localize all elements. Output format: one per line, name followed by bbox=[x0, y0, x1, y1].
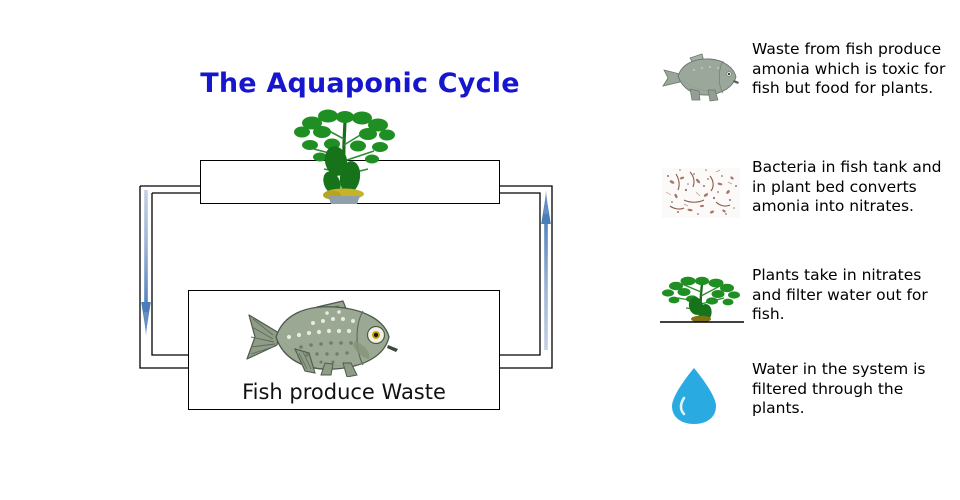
fish-icon bbox=[662, 53, 739, 102]
plant-icon bbox=[294, 109, 395, 204]
legend-item-text: Waste from fish produce amonia which is … bbox=[752, 40, 946, 97]
legend-item-text: Water in the system is filtered through … bbox=[752, 360, 926, 417]
legend-item-text: Plants take in nitrates and filter water… bbox=[752, 266, 928, 323]
pipe-outer-right bbox=[500, 185, 553, 369]
water-drop-icon bbox=[672, 368, 716, 424]
fish-tank-caption: Fish produce Waste bbox=[242, 380, 446, 404]
pipe-outer-left bbox=[139, 185, 200, 369]
page-title: The Aquaponic Cycle bbox=[200, 68, 520, 99]
bacteria-icon bbox=[662, 168, 740, 218]
flow-arrow-up bbox=[541, 190, 551, 350]
flow-plumbing bbox=[139, 185, 553, 369]
pipe-inner-left bbox=[151, 192, 200, 356]
plant-icon bbox=[660, 276, 744, 323]
flow-arrow-down bbox=[141, 190, 151, 336]
fish-icon bbox=[246, 300, 398, 377]
pipe-inner-right bbox=[500, 192, 541, 356]
legend-item-text: Bacteria in fish tank and in plant bed c… bbox=[752, 158, 942, 215]
fish-tank-box bbox=[188, 290, 500, 410]
